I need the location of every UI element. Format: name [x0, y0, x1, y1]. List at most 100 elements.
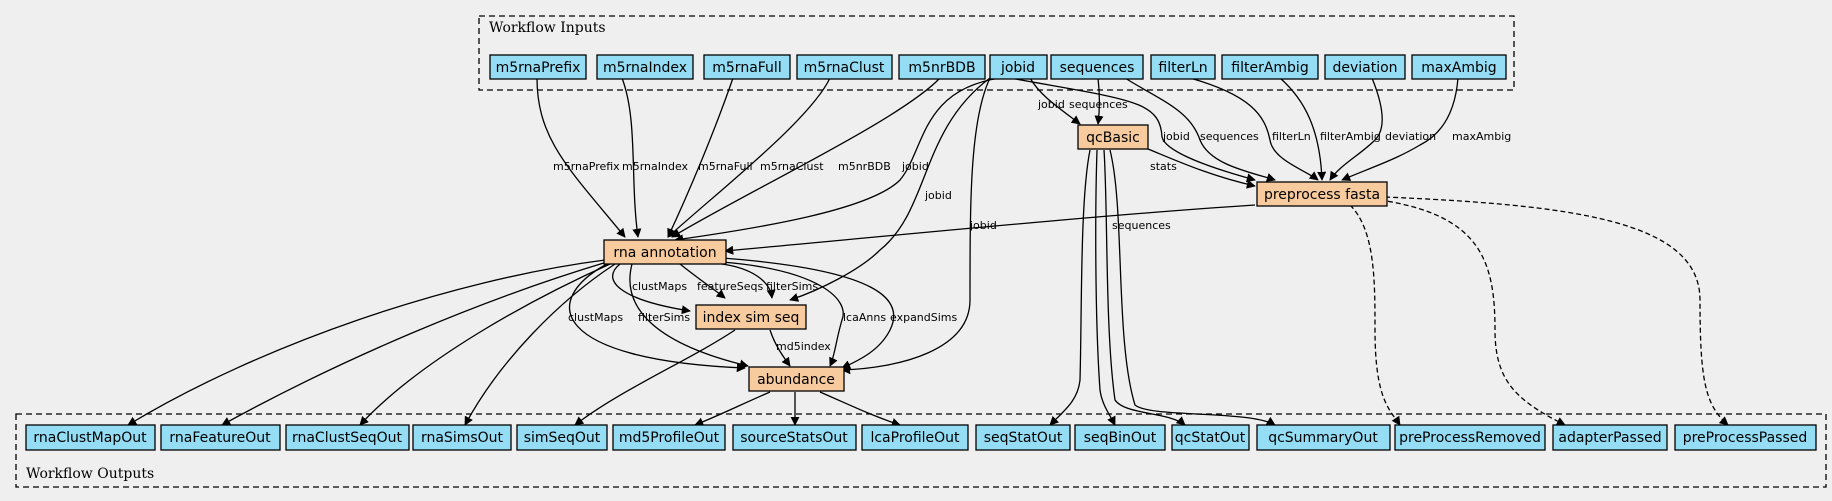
- edge-abundance-lcaprofileout: [819, 391, 901, 427]
- step-label-rna-annotation: rna annotation: [613, 245, 716, 261]
- edge-rna-abundance-filtersims: [629, 263, 749, 369]
- input-node-m5rnaindex[interactable]: [596, 54, 694, 80]
- output-node-lcaprofileout[interactable]: [861, 424, 969, 451]
- edge-preprocess-preprocessremoved: [1349, 204, 1401, 426]
- output-node-seqbinout[interactable]: [1074, 424, 1166, 451]
- edge-label-filterambig-preprocess: filterAmbig: [1320, 130, 1381, 143]
- output-node-simseqout[interactable]: [516, 424, 608, 451]
- edge-label-m5rnafull-rna: m5rnaFull: [698, 160, 753, 173]
- edge-preprocess-adapterpassed: [1379, 199, 1566, 426]
- output-node-qcstatout[interactable]: [1171, 424, 1250, 451]
- edge-rna-abundance-expandsims: [721, 257, 895, 369]
- workflow-inputs-cluster: [478, 15, 1515, 91]
- input-node-filterln[interactable]: [1150, 54, 1216, 80]
- edge-label-rna-indexsimseq-featureseqs: featureSeqs: [697, 280, 763, 293]
- output-label-adapterpassed: adapterPassed: [1558, 430, 1661, 446]
- output-label-rnasimsout: rnaSimsOut: [421, 430, 504, 446]
- edge-maxambig-preprocess: [1341, 77, 1459, 181]
- input-node-filterambig[interactable]: [1221, 54, 1319, 80]
- edge-jobid-rna: [674, 77, 1001, 244]
- input-label-deviation: deviation: [1332, 60, 1397, 76]
- workflow-inputs-title: Workflow Inputs: [489, 20, 606, 36]
- output-label-seqbinout: seqBinOut: [1084, 430, 1157, 446]
- edge-label-rna-indexsimseq-clustmaps: clustMaps: [632, 280, 687, 293]
- edge-m5nrbdb-rna: [671, 77, 941, 238]
- output-node-sourcestatsout[interactable]: [732, 424, 857, 451]
- input-label-m5rnaindex: m5rnaIndex: [603, 60, 687, 76]
- edge-rna-indexsimseq-filtersims: [721, 263, 776, 299]
- edge-rna-indexsimseq-featureseqs: [679, 263, 726, 299]
- output-node-preprocessremoved[interactable]: [1394, 424, 1546, 451]
- edge-label-deviation-preprocess: deviation: [1385, 130, 1436, 143]
- edge-label-jobid-indexsimseq: jobid: [924, 189, 952, 202]
- output-label-preprocesspassed: preProcessPassed: [1683, 430, 1808, 446]
- input-label-sequences: sequences: [1060, 60, 1135, 76]
- edge-rna-rnasimsout: [464, 263, 616, 426]
- edge-label-preprocess-rna: sequences: [1112, 219, 1171, 232]
- output-label-lcaprofileout: lcaProfileOut: [870, 430, 960, 446]
- edge-rna-rnaclustmapout: [127, 259, 606, 426]
- input-node-m5rnaprefix[interactable]: [489, 54, 587, 80]
- edge-qcbasic-qcstatout: [1103, 149, 1186, 426]
- edge-qcbasic-qcsummaryout: [1109, 149, 1276, 426]
- step-label-qcbasic: qcBasic: [1086, 130, 1140, 146]
- output-label-rnaclustseqout: rnaClustSeqOut: [292, 430, 403, 446]
- edge-label-sequences-preprocess: sequences: [1200, 130, 1259, 143]
- output-label-md5profileout: md5ProfileOut: [619, 430, 720, 446]
- input-node-m5rnafull[interactable]: [703, 54, 791, 80]
- step-node-abundance[interactable]: [748, 366, 845, 392]
- step-node-preprocess-fasta[interactable]: [1256, 181, 1388, 207]
- edge-label-qcbasic-preprocess: stats: [1150, 160, 1177, 173]
- input-label-m5rnaprefix: m5rnaPrefix: [496, 60, 581, 76]
- step-node-rna-annotation[interactable]: [603, 239, 727, 265]
- edge-label-rna-indexsimseq-filtersims: filterSims: [766, 280, 818, 293]
- edge-label-rna-abundance-lcaanns: lcaAnns: [843, 311, 886, 324]
- edge-indexsimseq-abundance: [769, 329, 791, 367]
- input-label-jobid: jobid: [1000, 60, 1035, 76]
- input-node-deviation[interactable]: [1324, 54, 1406, 80]
- edge-label-jobid-preprocess: jobid: [1162, 130, 1190, 143]
- input-node-jobid[interactable]: [989, 54, 1048, 80]
- output-node-md5profileout[interactable]: [612, 424, 726, 451]
- output-node-rnaclustmapout[interactable]: [25, 424, 156, 451]
- edge-preprocess-rna: [724, 204, 1256, 255]
- edge-preprocess-preprocesspassed: [1384, 196, 1729, 426]
- edge-qcbasic-seqstatout: [1049, 149, 1091, 426]
- output-node-rnaclustseqout[interactable]: [285, 424, 410, 451]
- edge-filterln-preprocess: [1189, 77, 1319, 181]
- output-node-rnafeatureout[interactable]: [160, 424, 281, 451]
- output-label-qcsummaryout: qcSummaryOut: [1268, 430, 1378, 446]
- edge-label-indexsimseq-abundance: md5index: [776, 340, 831, 353]
- output-node-preprocesspassed[interactable]: [1674, 424, 1817, 451]
- input-node-maxambig[interactable]: [1411, 54, 1507, 80]
- edge-abundance-md5profileout: [694, 391, 771, 427]
- output-node-qcsummaryout[interactable]: [1256, 424, 1391, 451]
- edge-qcbasic-preprocess: [1147, 148, 1256, 189]
- output-label-rnafeatureout: rnaFeatureOut: [169, 430, 271, 446]
- edge-label-sequences-qcbasic: sequences: [1069, 98, 1128, 111]
- step-node-index-sim-seq[interactable]: [695, 304, 807, 330]
- edge-label-jobid-abundance: jobid: [969, 219, 997, 232]
- edge-sequences-preprocess: [1124, 77, 1276, 182]
- input-label-m5rnaclust: m5rnaClust: [804, 60, 885, 76]
- input-node-m5nrbdb[interactable]: [898, 54, 986, 80]
- edge-label-m5rnaindex-rna: m5rnaIndex: [622, 160, 689, 173]
- step-label-preprocess-fasta: preprocess fasta: [1264, 187, 1380, 203]
- edge-sequences-qcbasic: [1094, 77, 1104, 125]
- workflow-outputs-title: Workflow Outputs: [26, 466, 154, 482]
- input-node-sequences[interactable]: [1050, 54, 1144, 80]
- edge-label-jobid-rna: jobid: [901, 160, 929, 173]
- output-label-sourcestatsout: sourceStatsOut: [740, 430, 848, 446]
- edge-rna-indexsimseq-clustmaps: [612, 263, 691, 315]
- input-label-m5rnafull: m5rnaFull: [712, 60, 781, 76]
- output-label-simseqout: simSeqOut: [524, 430, 601, 446]
- output-node-adapterpassed[interactable]: [1552, 424, 1668, 451]
- step-node-qcbasic[interactable]: [1077, 124, 1149, 150]
- edge-deviation-preprocess: [1329, 77, 1383, 181]
- output-node-rnasimsout[interactable]: [412, 424, 512, 451]
- edge-qcbasic-seqbinout: [1095, 149, 1116, 426]
- input-node-m5rnaclust[interactable]: [796, 54, 893, 80]
- output-node-seqstatout[interactable]: [975, 424, 1071, 451]
- output-label-rnaclustmapout: rnaClustMapOut: [33, 430, 147, 446]
- edge-m5rnaclust-rna: [667, 77, 831, 238]
